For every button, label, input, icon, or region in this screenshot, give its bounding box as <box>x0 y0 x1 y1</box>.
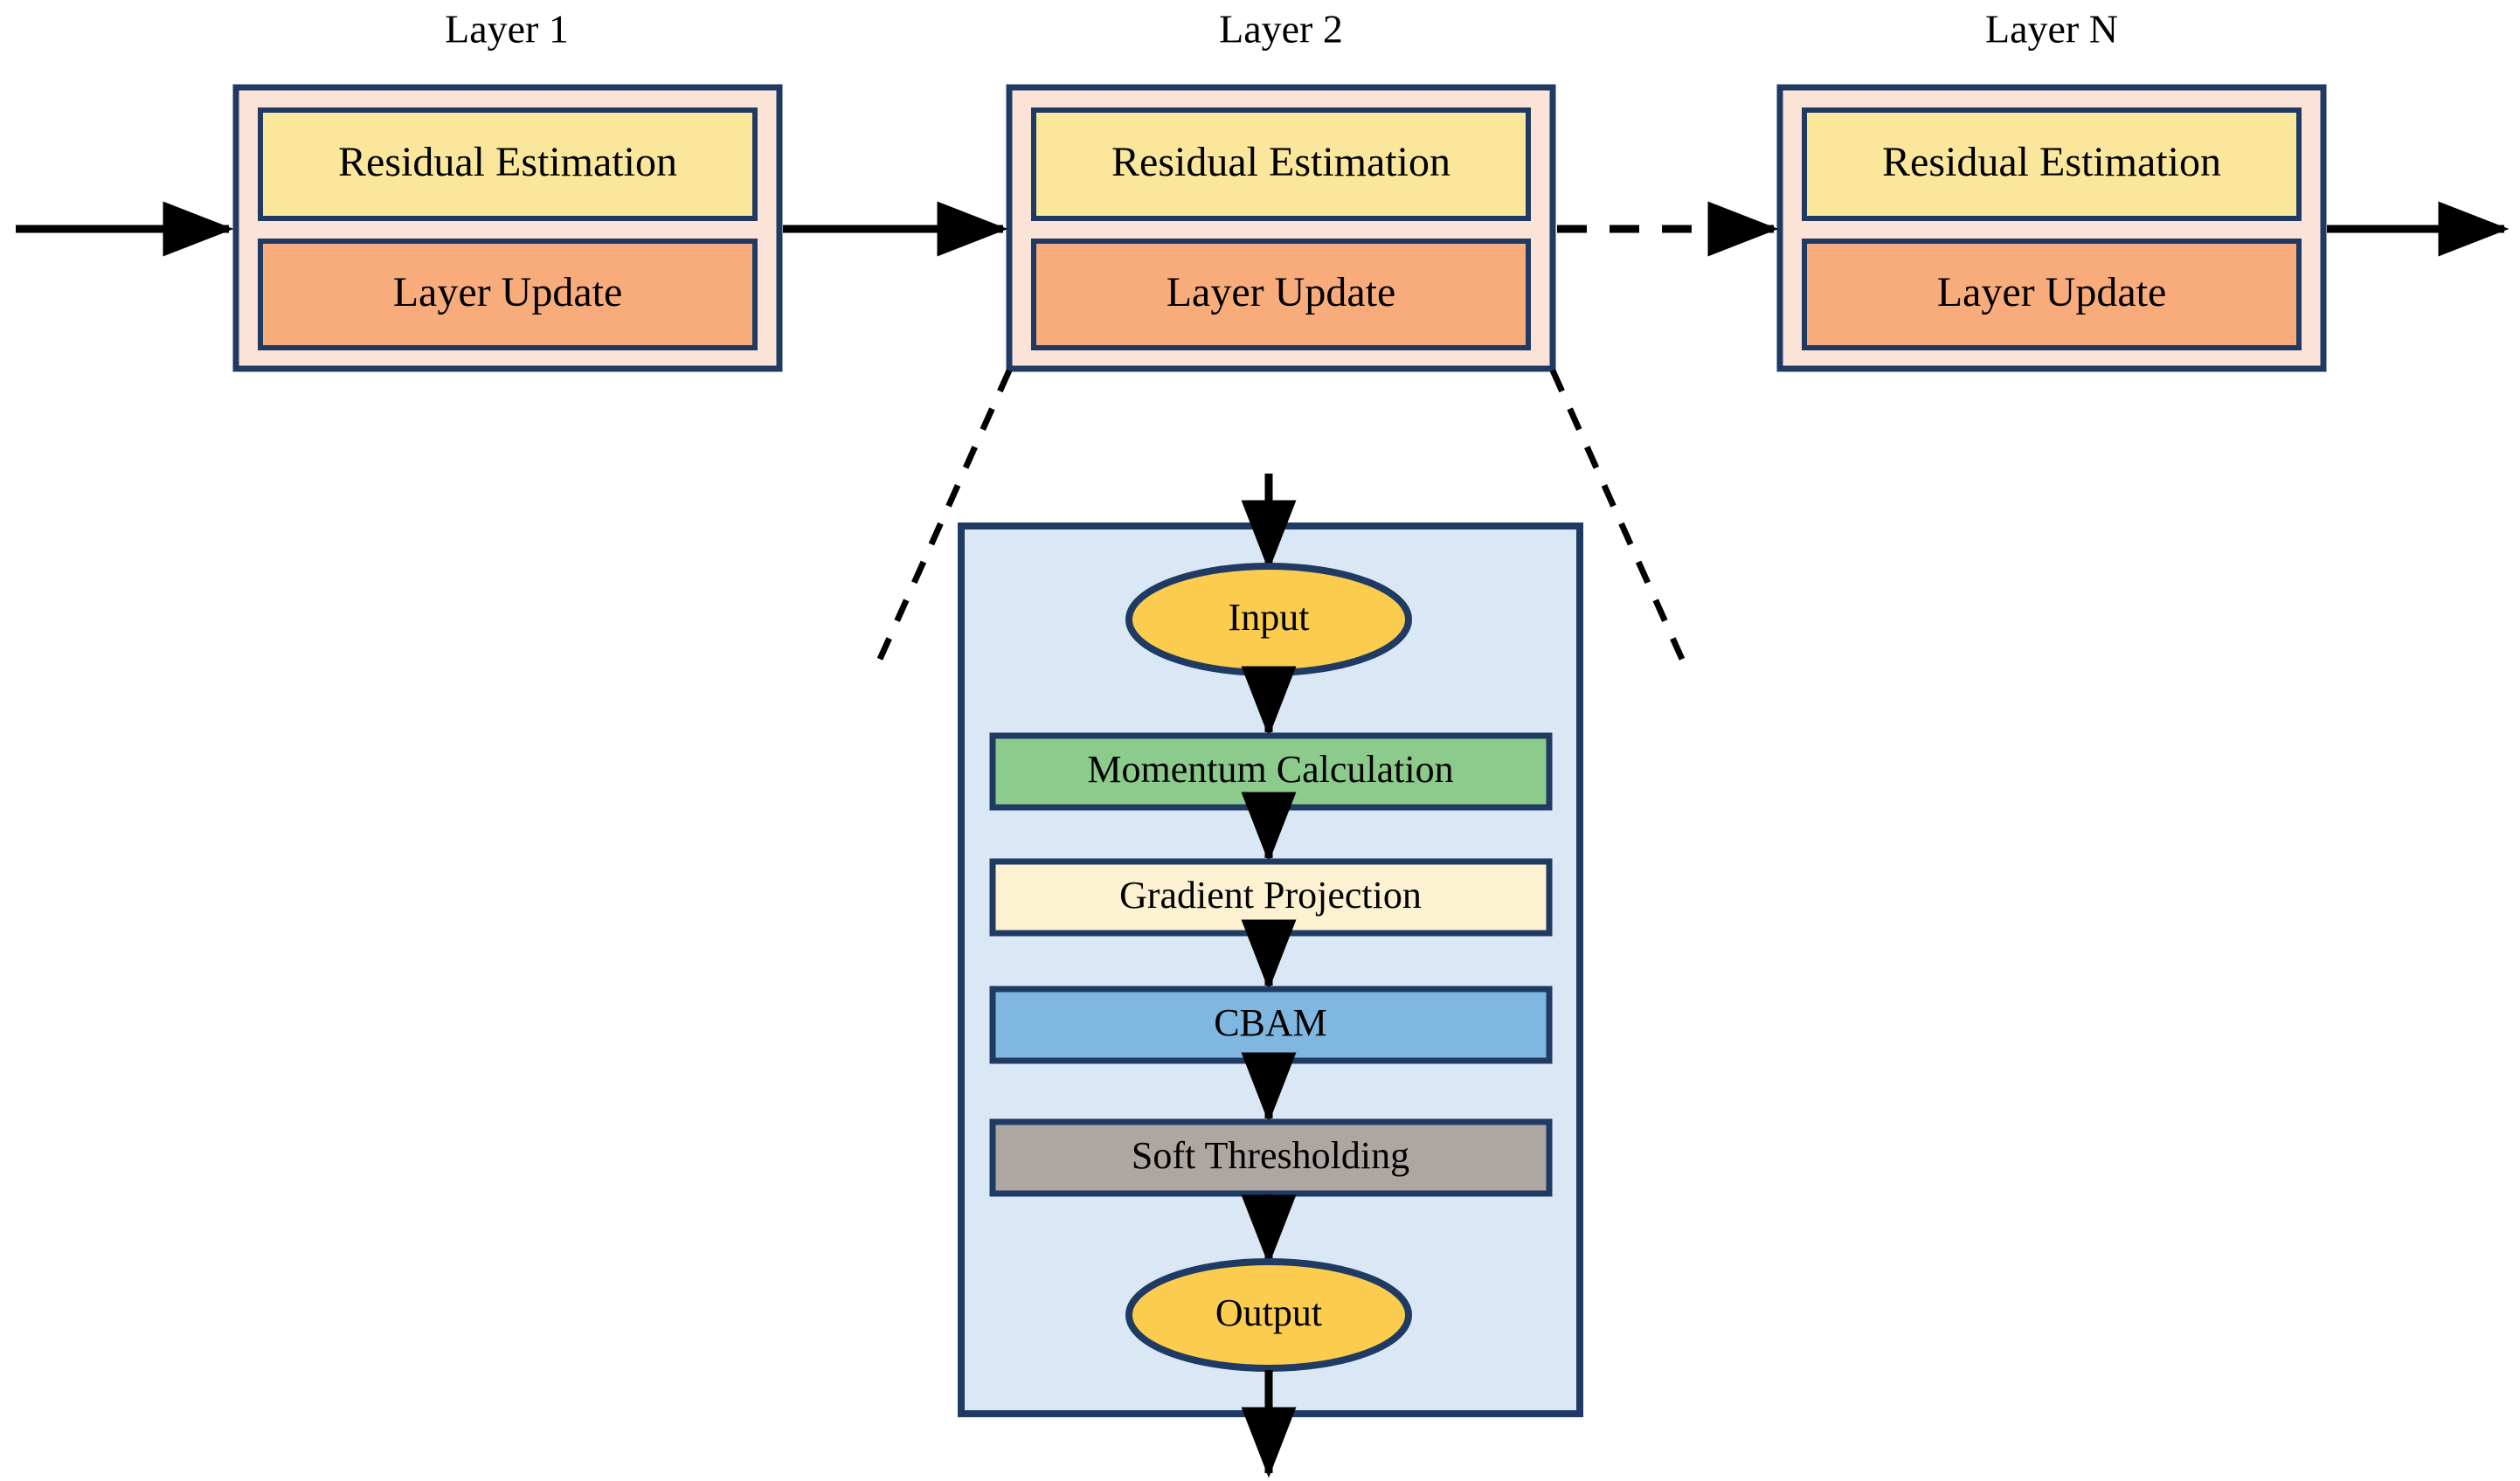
layer-2-layer-update-block[interactable] <box>1031 239 1531 350</box>
layer-2-residual-estimation-block[interactable] <box>1031 107 1531 221</box>
layer-2-title: Layer 2 <box>1219 7 1343 52</box>
soft-thresholding-label: Soft Thresholding <box>1132 1134 1409 1177</box>
layer-1-title: Layer 1 <box>445 7 569 52</box>
layer-n-box[interactable]: Residual Estimation Layer Update <box>1776 84 2327 372</box>
output-node[interactable] <box>1125 1258 1412 1372</box>
layer-1-residual-estimation-label: Residual Estimation <box>338 139 677 185</box>
layer-1-layer-update-label: Layer Update <box>393 269 623 315</box>
expand-line-right <box>1549 369 1692 675</box>
soft-thresholding-node[interactable] <box>989 1118 1553 1197</box>
layer-n-residual-estimation-block[interactable] <box>1802 107 2302 221</box>
layer-1-box[interactable]: Residual Estimation Layer Update <box>232 84 783 372</box>
layer-2-residual-estimation-label: Residual Estimation <box>1111 139 1450 185</box>
layer-2-box[interactable]: Residual Estimation Layer Update <box>1006 84 1556 372</box>
gradient-projection-label: Gradient Projection <box>1119 874 1422 917</box>
layer-1-residual-estimation-block[interactable] <box>258 107 758 221</box>
expand-line-left <box>870 369 1013 675</box>
layer-n-layer-update-block[interactable] <box>1802 239 2302 350</box>
momentum-calculation-label: Momentum Calculation <box>1087 748 1453 791</box>
layer-n-title: Layer N <box>1985 7 2118 52</box>
cbam-label: CBAM <box>1214 1001 1327 1044</box>
output-node-label: Output <box>1215 1291 1322 1334</box>
layer-n-residual-estimation-label: Residual Estimation <box>1882 139 2221 185</box>
layer-2-layer-update-label: Layer Update <box>1167 269 1396 315</box>
layer-n-layer-update-label: Layer Update <box>1937 269 2167 315</box>
cbam-node[interactable] <box>989 986 1553 1064</box>
layer-1-layer-update-block[interactable] <box>258 239 758 350</box>
input-node-label: Input <box>1229 596 1310 639</box>
